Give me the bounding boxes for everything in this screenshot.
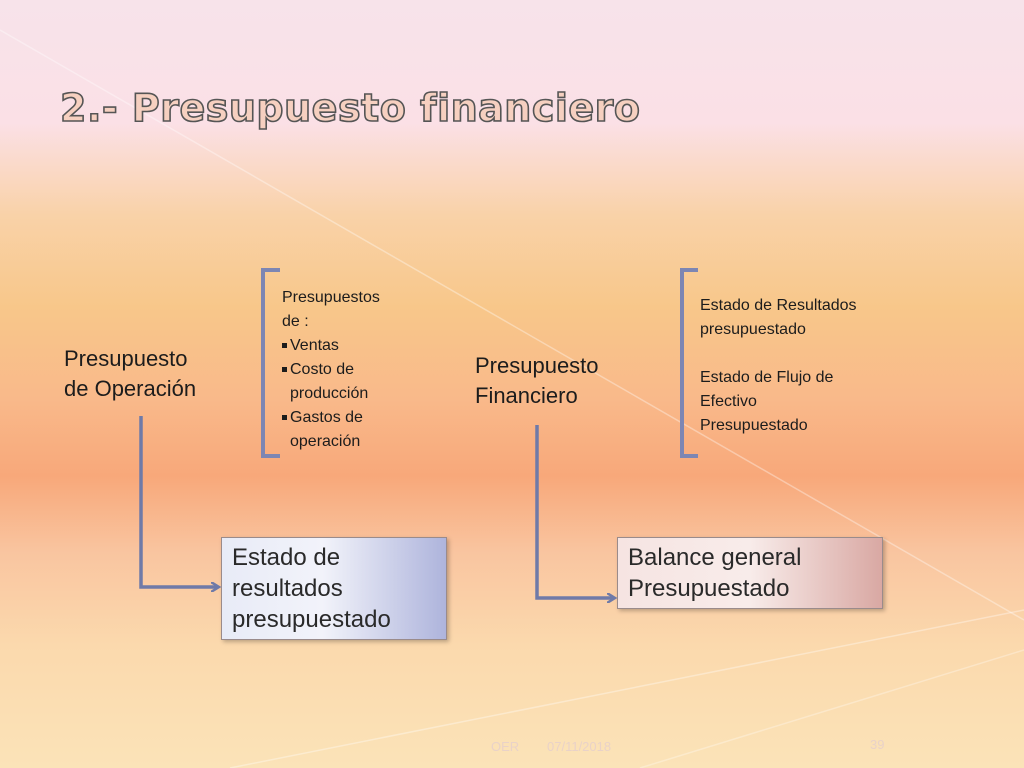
financial-budget-heading: Presupuesto Financiero	[475, 353, 599, 408]
footer-page-number: 39	[870, 737, 885, 752]
list-item-gastos: Gastos de operación	[282, 406, 412, 454]
balance-sheet-box: Balance general Presupuestado	[617, 537, 883, 609]
right-bracket	[680, 268, 698, 458]
right-arrow-connector	[535, 425, 614, 598]
left-bracket	[261, 268, 280, 458]
slide-title: 2.- Presupuesto financiero	[59, 85, 641, 131]
financial-budget-notes: Estado de Resultados presupuestado Estad…	[700, 297, 857, 434]
operation-budget-heading: Presupuesto de Operación	[64, 346, 197, 401]
income-statement-box: Estado de resultados presupuestado	[221, 537, 447, 640]
footer-author: OER	[491, 739, 520, 754]
list-item-costo: Costo de producción	[282, 358, 412, 406]
list-item-ventas: Ventas	[282, 334, 412, 358]
operation-budget-list: Presupuestos de : Ventas Costo de produc…	[282, 286, 412, 454]
left-arrow-connector	[139, 416, 218, 587]
footer-date: 07/11/2018	[547, 739, 612, 754]
